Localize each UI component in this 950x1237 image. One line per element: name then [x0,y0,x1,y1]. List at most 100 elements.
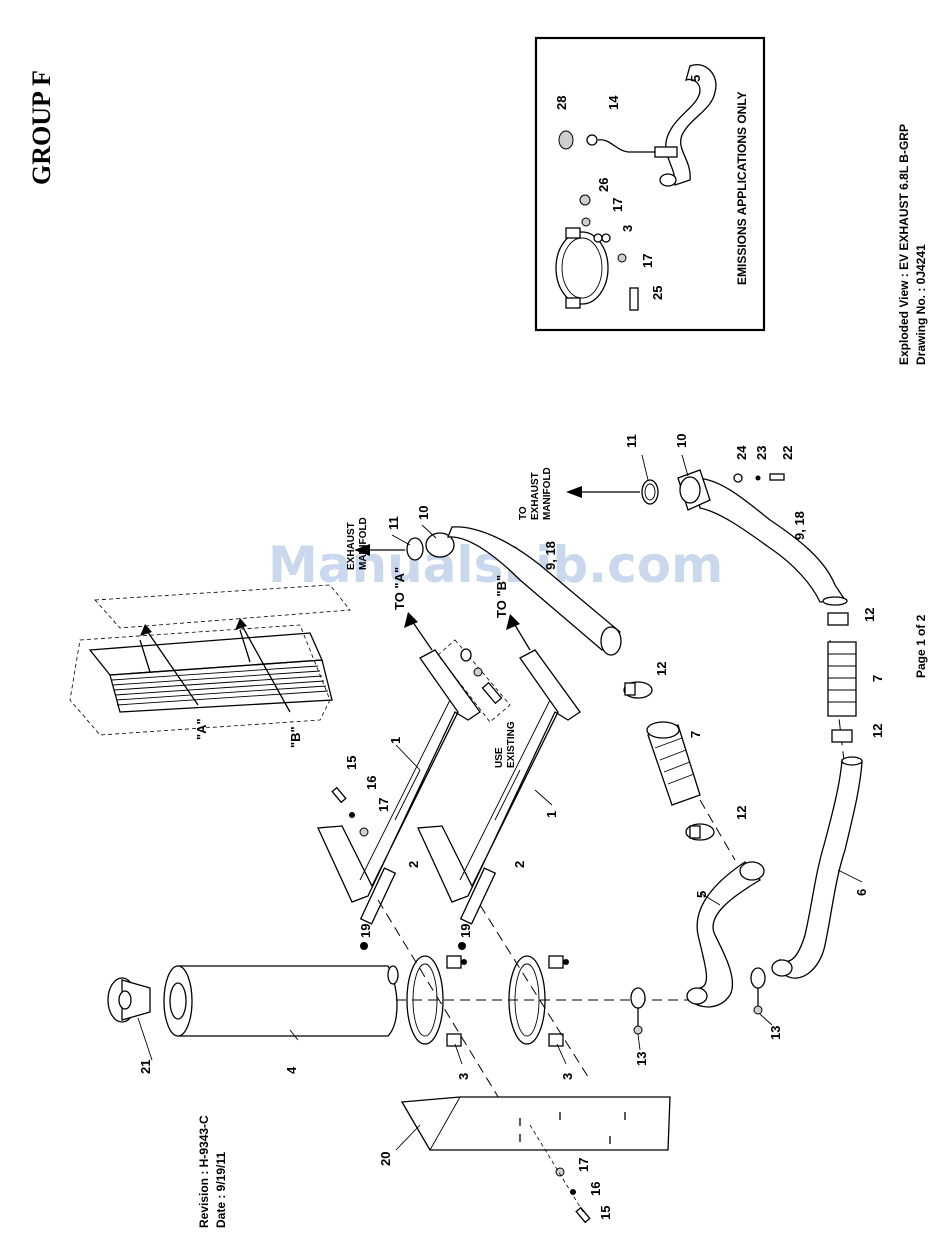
to-manifold-label-line2: EXHAUST [530,472,541,520]
callout-20: 20 [378,1152,393,1166]
inset-clamp-inner [561,237,603,299]
use-existing-label-1: USE [494,747,505,768]
to-manifold-left-line2: MANIFOLD [358,517,369,570]
existing-bolt [481,681,503,705]
callout-1-upper: 1 [388,737,403,744]
muffler [163,965,399,1037]
inset-callout-28: 28 [554,96,569,110]
inset-nut-26 [579,194,591,206]
view-title: Exploded View : EV EXHAUST 6.8L B-GRP [897,124,911,365]
callout-10-right: 10 [674,434,689,448]
centerline-diagonal-2 [479,904,591,1081]
inset-label: EMISSIONS APPLICATIONS ONLY [735,91,749,285]
frame-rail-reference [69,584,351,736]
inset-clamp-ring [555,231,609,305]
callout-23: 23 [754,446,769,460]
callout-19-lower: 19 [458,924,473,938]
callout-21: 21 [138,1060,153,1074]
washer-16-top [349,812,355,818]
callout-10-left: 10 [416,506,431,520]
flex-pipe-right [827,641,857,717]
to-manifold-arrow-left [354,544,370,556]
callout-11-right: 11 [624,434,639,448]
clamp-upper [406,955,467,1047]
inset-pipe-end [659,173,677,187]
leader-ref-b [239,621,291,713]
callout-16-top: 16 [364,776,379,790]
callout-11-left: 11 [386,516,401,530]
to-a-arrow [404,612,418,628]
inset-nut-a [593,233,603,243]
heat-shield [400,1096,671,1151]
nut-23 [755,475,761,481]
rain-cap [107,977,151,1023]
radiator-fins [111,665,329,706]
callout-17-top: 17 [376,798,391,812]
callout-13-left: 13 [634,1052,649,1066]
plate-2-lower [459,867,497,925]
inset-nut-b [601,233,611,243]
inset-callout-25: 25 [650,286,665,300]
clamp-12-lower [685,823,715,841]
washer-24 [733,473,743,483]
clamp-12-right-lower [831,729,853,743]
bracket-lower [417,649,581,903]
callout-19-upper: 19 [358,924,373,938]
inset-callout-3: 3 [620,225,635,232]
nut-17-bottom [555,1167,565,1177]
callout-12-a: 12 [654,662,669,676]
callout-24: 24 [734,445,749,460]
inset-callout-26: 26 [596,178,611,192]
flange-10-right [677,469,711,511]
existing-washer [460,648,472,662]
ref-a-label: "A" [194,718,209,740]
flex-pipe-middle [646,721,701,806]
exhaust-pipe-upper [406,526,622,656]
inset-gasket [558,130,574,150]
clamp-12-right-upper [827,612,849,626]
to-manifold-label-line1: TO [518,506,529,520]
centerline-diagonal-1 [377,899,501,1101]
callout-15-bottom: 15 [598,1206,613,1220]
clamp-12-upper [623,681,653,699]
callout-7-middle: 7 [688,731,703,738]
centerline-flex [699,799,736,861]
to-a-label: TO "A" [392,567,407,610]
bolt-19-lower [458,942,466,950]
to-b-label: TO "B" [494,575,509,618]
use-existing-box [437,639,511,723]
arrow-ref-b [235,618,247,630]
leader-ref-a [144,627,199,706]
hanger-13-left [630,987,646,1035]
plate-2-upper [359,867,397,925]
callout-12-d: 12 [870,724,885,738]
existing-nut [473,667,483,677]
inset-sensor-body [654,146,678,158]
bolt-15-top [331,786,347,804]
group-title: GROUP F [27,70,56,185]
inset-callout-17-bottom: 17 [640,254,655,268]
bolt-19-upper [360,942,368,950]
inset-sensor-plug [586,134,598,146]
bolt-15-bottom [575,1206,591,1224]
to-manifold-arrow-right [566,486,582,498]
nut-17-top [359,827,369,837]
exhaust-pipe-5 [686,861,765,1008]
callout-3-upper: 3 [456,1073,471,1080]
inset-bolt-25 [629,287,639,311]
bolt-22 [769,473,785,481]
callout-22: 22 [780,446,795,460]
callout-12-c: 12 [862,608,877,622]
inset-clamp-ear-top [565,227,581,239]
emissions-inset: 28 14 5 26 17 3 17 25 EMISSIONS APPLICAT… [534,36,766,332]
callout-13-right: 13 [768,1026,783,1040]
inset-pipe [665,64,717,186]
to-manifold-left-line1: EXHAUST [346,522,357,570]
callout-15-top: 15 [344,756,359,770]
use-existing-label-2: EXISTING [506,721,517,768]
gasket-11-right [641,479,659,505]
inset-callout-5: 5 [688,75,703,82]
to-manifold-label-line3: MANIFOLD [542,467,553,520]
callout-6: 6 [854,889,869,896]
